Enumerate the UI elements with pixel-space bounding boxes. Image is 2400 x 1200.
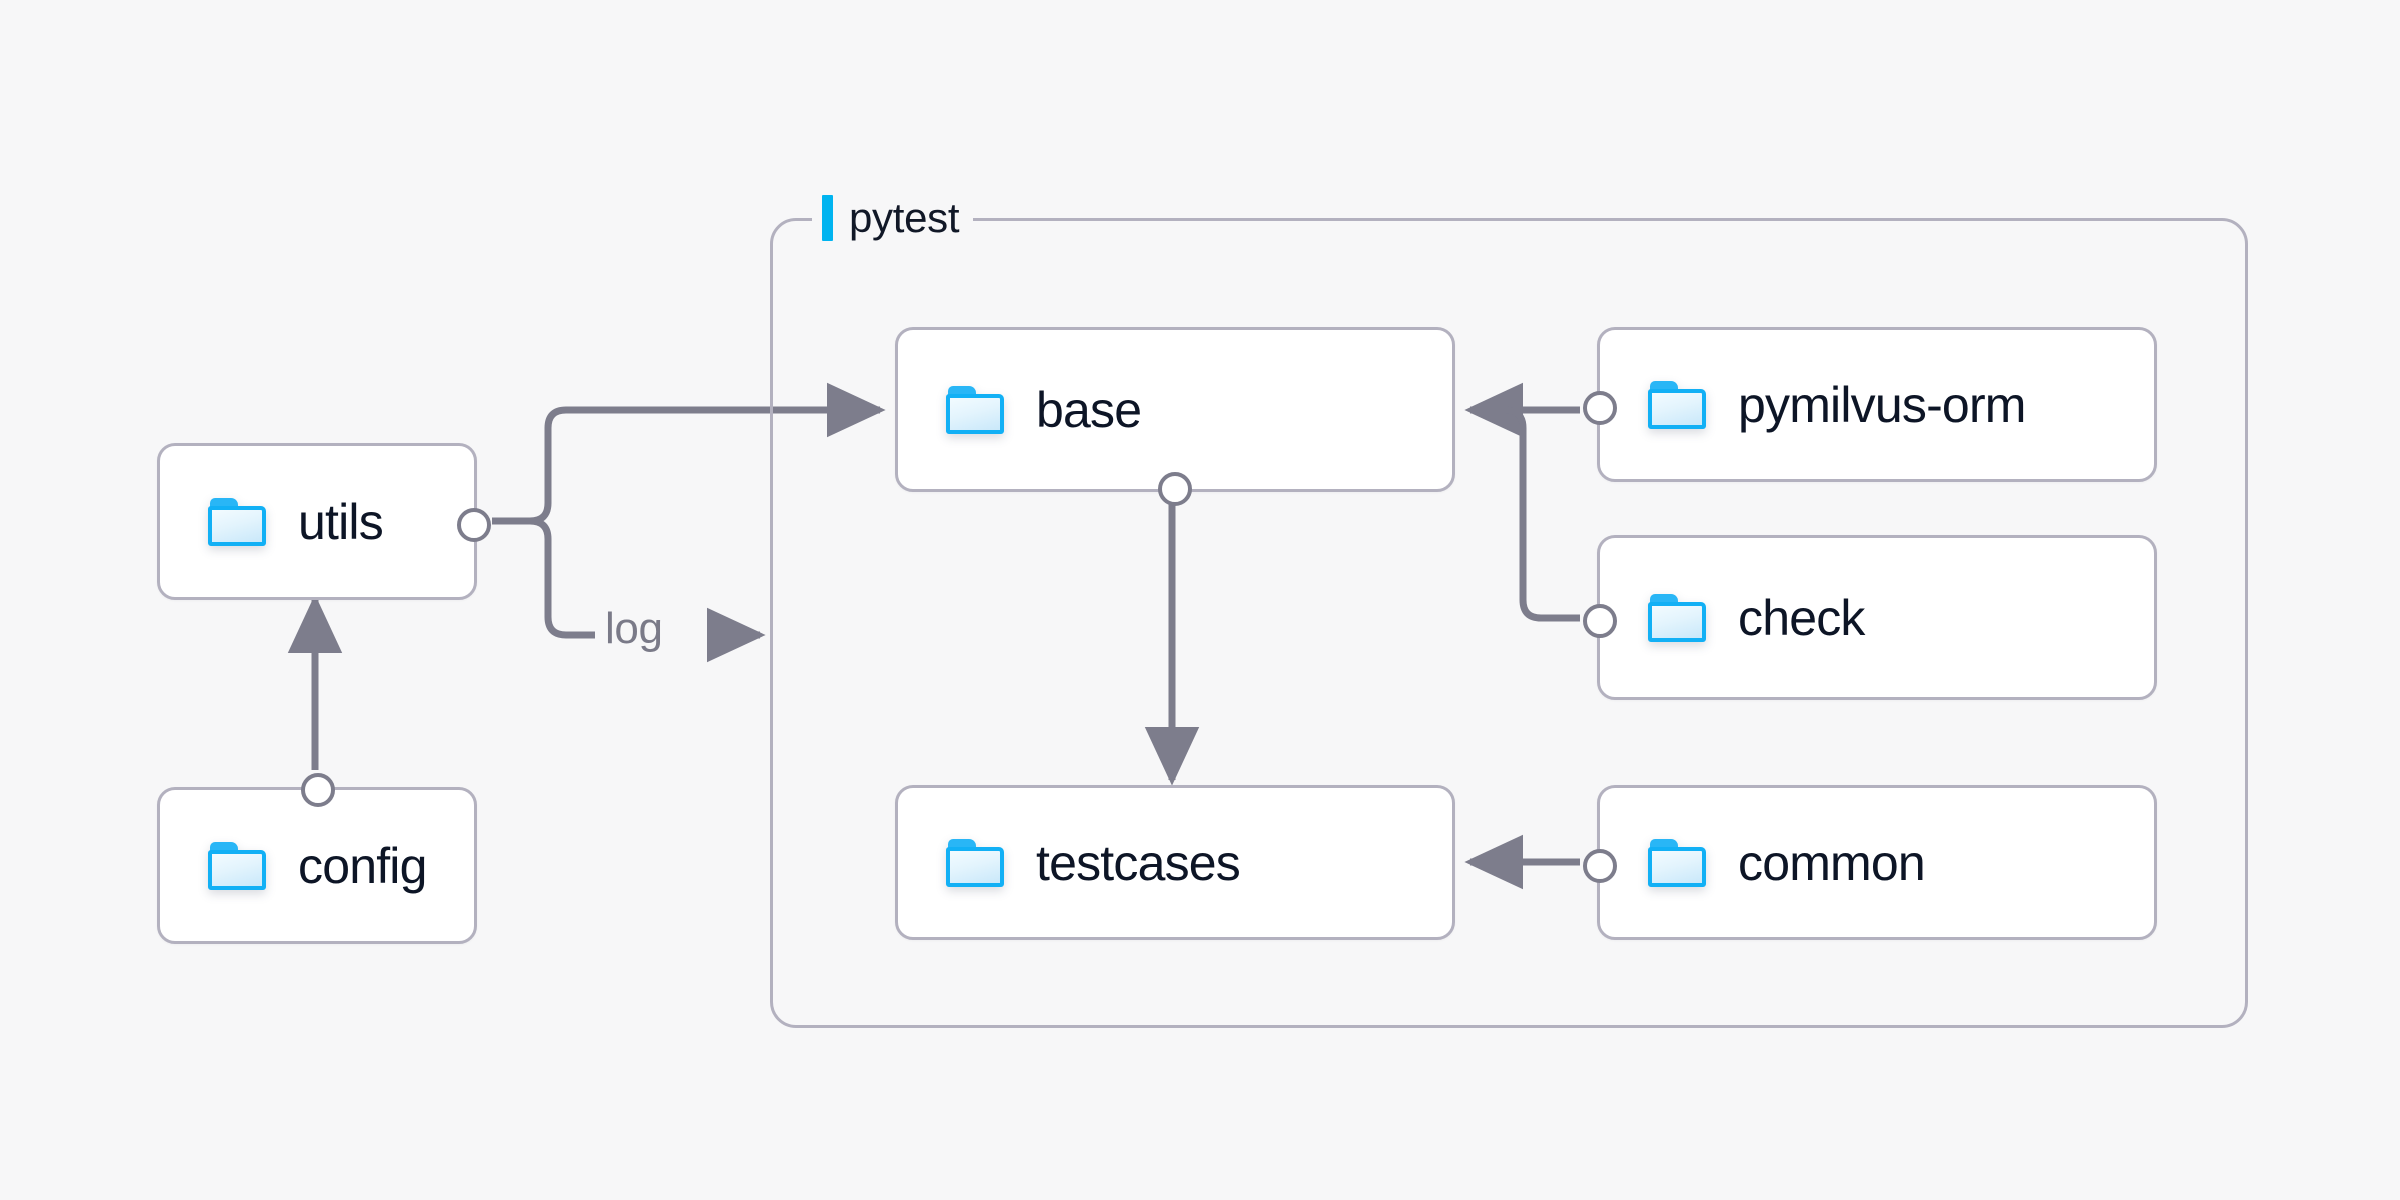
node-testcases-label: testcases [1036, 834, 1241, 891]
node-base-label: base [1036, 381, 1142, 438]
group-pytest-label: pytest [812, 192, 974, 244]
folder-icon [208, 841, 266, 890]
node-check-label: check [1738, 589, 1865, 646]
port-config-top[interactable] [301, 773, 335, 807]
port-common-left[interactable] [1583, 849, 1617, 883]
node-config[interactable]: config [157, 773, 477, 944]
folder-icon [946, 385, 1004, 434]
port-pymilvus-orm-left[interactable] [1583, 391, 1617, 425]
node-common-label: common [1738, 834, 1926, 891]
port-utils-right[interactable] [457, 508, 491, 542]
edge-label-log: log [605, 604, 663, 653]
folder-icon [1648, 838, 1706, 887]
node-testcases[interactable]: testcases [895, 785, 1455, 940]
group-pytest-title: pytest [849, 194, 960, 241]
folder-icon [208, 497, 266, 546]
node-pymilvus-orm-label: pymilvus-orm [1738, 376, 2026, 433]
node-utils-label: utils [298, 493, 384, 550]
node-common[interactable]: common [1583, 785, 2157, 940]
node-check[interactable]: check [1583, 535, 2157, 700]
node-config-label: config [298, 837, 427, 894]
folder-icon [1648, 380, 1706, 429]
folder-icon [1648, 593, 1706, 642]
group-accent-bar [822, 195, 833, 241]
folder-icon [946, 838, 1004, 887]
group-pytest[interactable] [770, 218, 2248, 1028]
edge-utils-log [529, 517, 595, 639]
node-utils[interactable]: utils [157, 443, 491, 600]
port-check-left[interactable] [1583, 604, 1617, 638]
port-base-bottom[interactable] [1158, 472, 1192, 506]
node-pymilvus-orm[interactable]: pymilvus-orm [1583, 327, 2157, 482]
node-base[interactable]: base [895, 327, 1455, 506]
